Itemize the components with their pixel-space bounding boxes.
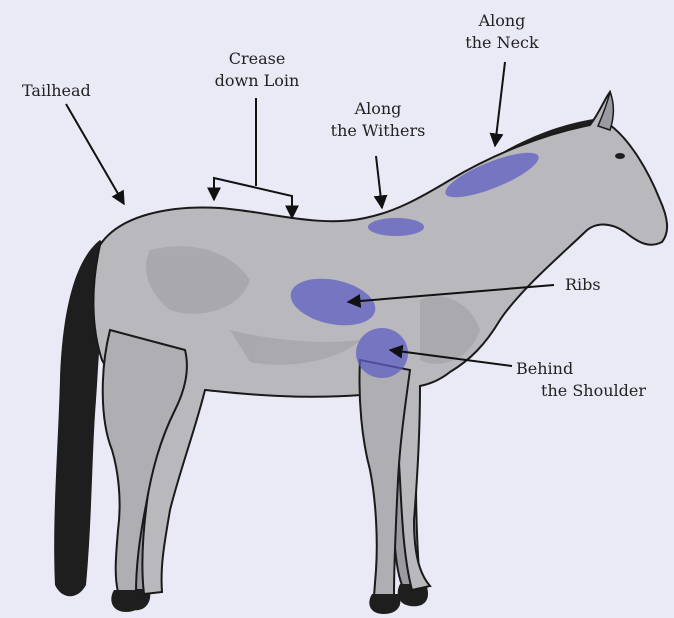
label-tailhead-line1: Tailhead <box>22 80 91 102</box>
label-neck-line1: Along <box>450 10 554 32</box>
label-ribs-line1: Ribs <box>565 274 601 296</box>
withers-pointer <box>376 156 382 208</box>
horse-eye <box>615 153 625 159</box>
label-withers: Along the Withers <box>316 98 440 142</box>
label-withers-line2: the Withers <box>316 120 440 142</box>
label-loin: Crease down Loin <box>202 48 312 92</box>
zone-shoulder <box>356 328 408 378</box>
label-shoulder-line1: Behind <box>516 358 646 380</box>
zone-withers <box>368 218 424 236</box>
tailhead-pointer <box>66 104 124 204</box>
label-loin-line1: Crease <box>202 48 312 70</box>
label-neck-line2: the Neck <box>450 32 554 54</box>
label-shoulder: Behind the Shoulder <box>516 358 646 402</box>
neck-pointer <box>495 62 505 146</box>
label-ribs: Ribs <box>565 274 601 296</box>
label-loin-line2: down Loin <box>202 70 312 92</box>
label-shoulder-line2: the Shoulder <box>516 380 646 402</box>
label-withers-line1: Along <box>316 98 440 120</box>
label-neck: Along the Neck <box>450 10 554 54</box>
label-tailhead: Tailhead <box>22 80 91 102</box>
